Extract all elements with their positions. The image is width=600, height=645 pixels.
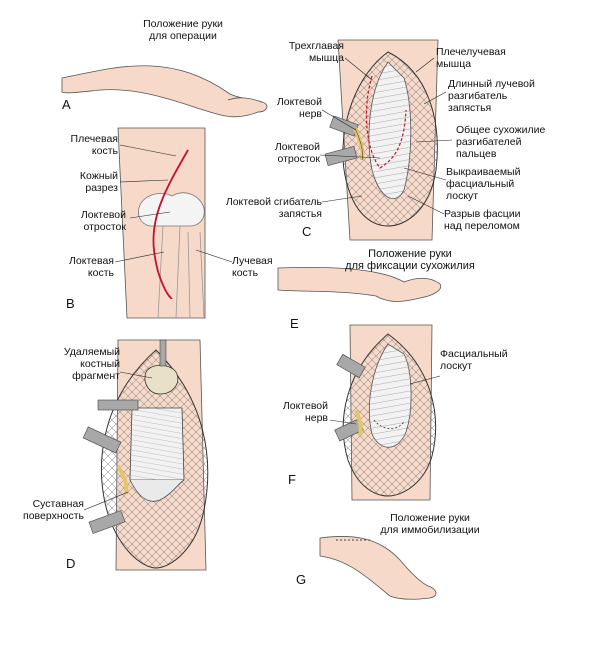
label-olecranon-c: Локтевой отросток bbox=[274, 141, 320, 165]
label-olecranon-b: Локтевой отросток bbox=[80, 209, 126, 233]
panel-c-letter: C bbox=[302, 224, 312, 239]
label-fascia-tear: Разрыв фасции над переломом bbox=[444, 208, 521, 232]
panel-b-letter: B bbox=[66, 296, 75, 311]
panel-c-surgical-field bbox=[319, 39, 453, 241]
label-fascial-flap-c: Выкраиваемый фасциальный лоскут bbox=[446, 166, 521, 202]
panel-a-caption: Положение руки для операции bbox=[143, 18, 223, 42]
label-ulna: Локтевая кость bbox=[69, 255, 114, 279]
panel-g-arm bbox=[319, 536, 437, 600]
panel-f-surgical-field bbox=[329, 324, 441, 501]
label-skin-incision: Кожный разрез bbox=[79, 170, 118, 194]
label-bone-fragment: Удаляемый костный фрагмент bbox=[63, 346, 120, 382]
label-articular-surface: Суставная поверхность bbox=[23, 498, 84, 522]
panel-g-caption: Положение руки для иммобилизации bbox=[380, 512, 480, 536]
panel-b-elbow bbox=[114, 127, 233, 319]
panel-a-arm bbox=[61, 65, 268, 118]
panel-g-letter: G bbox=[296, 572, 307, 587]
label-brachioradialis: Плечелучевая мышца bbox=[436, 46, 506, 70]
panel-f-letter: F bbox=[288, 472, 296, 487]
panel-a-letter: A bbox=[62, 97, 71, 112]
panel-d-letter: D bbox=[66, 556, 76, 571]
label-ulnar-nerve-c: Локтевой нерв bbox=[276, 96, 322, 120]
panel-e-arm bbox=[277, 266, 442, 302]
label-humerus: Плечевая кость bbox=[70, 133, 118, 157]
label-common-extensor: Общее сухожилие разгибателей пальцев bbox=[456, 124, 546, 160]
label-radius: Лучевая кость bbox=[232, 255, 273, 279]
label-fascial-flap-f: Фасциальный лоскут bbox=[440, 348, 508, 372]
panel-e-caption: Положение руки для фиксации сухожилия bbox=[345, 248, 475, 272]
label-ulnar-nerve-f: Локтевой нерв bbox=[282, 400, 328, 424]
panel-e-letter: E bbox=[290, 316, 299, 331]
label-triceps: Трехглавая мышца bbox=[288, 40, 344, 64]
panel-d-surgical-field bbox=[82, 339, 209, 571]
label-fcu: Локтевой сгибатель запястья bbox=[225, 196, 322, 220]
label-ecrl: Длинный лучевой разгибатель запястья bbox=[448, 78, 535, 114]
